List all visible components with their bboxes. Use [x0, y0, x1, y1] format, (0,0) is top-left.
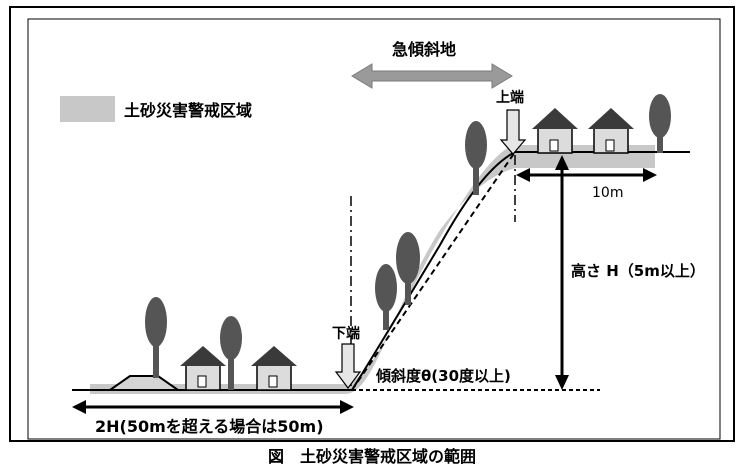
- top-edge-label: 上端: [496, 89, 524, 106]
- tree-icon: [396, 232, 420, 305]
- top-edge-arrow: [499, 109, 527, 155]
- figure-caption: 図 土砂災害警戒区域の範囲: [267, 447, 476, 466]
- tree-icon: [465, 121, 487, 195]
- angle-label: 傾斜度θ(30度以上): [375, 367, 511, 385]
- legend-swatch: [60, 96, 115, 122]
- figure-inner-frame: [27, 18, 721, 440]
- width-bottom-label: 2H(50mを超える場合は50m): [95, 417, 324, 436]
- height-label: 高さ H（5m以上）: [571, 262, 705, 280]
- width-top-arrow: [516, 168, 657, 182]
- width-top-label: 10m: [592, 185, 623, 201]
- steep-slope-label: 急傾斜地: [392, 40, 456, 59]
- tree-icon: [145, 297, 167, 378]
- height-arrow: [555, 155, 569, 390]
- tree-icon: [220, 316, 242, 390]
- steep-slope-arrow: [351, 63, 513, 89]
- bottom-edge-arrow: [334, 343, 362, 389]
- legend: 土砂災害警戒区域: [60, 96, 252, 122]
- tree-icon: [375, 264, 397, 330]
- bottom-edge-label: 下端: [332, 325, 360, 342]
- house-icon: [180, 346, 226, 391]
- ground-line: [72, 151, 690, 391]
- house-icon: [588, 108, 634, 154]
- slope-dashed-line: [351, 151, 516, 391]
- width-bottom-arrow: [72, 400, 354, 414]
- legend-label: 土砂災害警戒区域: [124, 101, 252, 120]
- tree-icon: [649, 94, 671, 153]
- house-icon: [251, 346, 297, 391]
- house-icon: [532, 108, 578, 154]
